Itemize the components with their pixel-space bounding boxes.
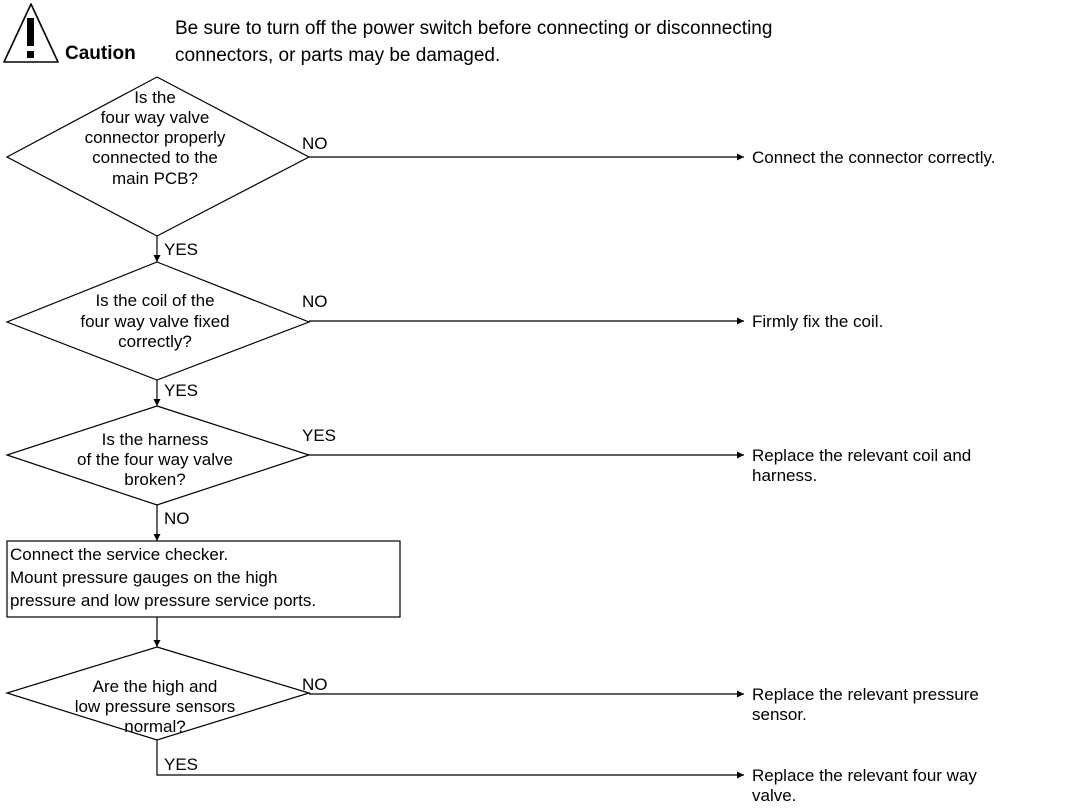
decision-1-question-line-5: main PCB? <box>112 169 198 188</box>
decision-4-continue-label: YES <box>164 755 198 774</box>
decision-4-continue-arrow <box>156 740 744 779</box>
decision-4-action-line-1: Replace the relevant pressure <box>752 685 979 704</box>
process-step-line-2: Mount pressure gauges on the high <box>10 568 277 587</box>
decision-2-question-line-2: four way valve fixed <box>80 312 229 331</box>
decision-1-question-line-1: Is the <box>134 88 176 107</box>
decision-4-question-line-1: Are the high and <box>93 677 218 696</box>
decision-4-question-line-2: low pressure sensors <box>75 697 236 716</box>
decision-4-question-line-3: normal? <box>124 717 185 736</box>
caution-label: Caution <box>65 43 136 64</box>
decision-4-branch-label: NO <box>302 675 328 694</box>
decision-3-action-line-1: Replace the relevant coil and <box>752 446 971 465</box>
decision-2-question-line-1: Is the coil of the <box>95 291 214 310</box>
decision-3-continue-label: NO <box>164 509 190 528</box>
caution-message-line-1: Be sure to turn off the power switch bef… <box>175 18 772 39</box>
decision-3-question-line-1: Is the harness <box>102 430 209 449</box>
decision-2-branch-label: NO <box>302 292 328 311</box>
decision-2-question-line-3: correctly? <box>118 332 192 351</box>
decision-3-question-line-2: of the four way valve <box>77 450 233 469</box>
decision-1-question-line-4: connected to the <box>92 148 218 167</box>
process-step-line-1: Connect the service checker. <box>10 545 228 564</box>
decision-4-action-line-2: sensor. <box>752 705 807 724</box>
decision-1-branch-label: NO <box>302 134 328 153</box>
decision-1-question-line-2: four way valve <box>101 108 210 127</box>
decision-1-continue-label: YES <box>164 240 198 259</box>
caution-message-line-2: connectors, or parts may be damaged. <box>175 45 500 66</box>
decision-1-action-line-1: Connect the connector correctly. <box>752 148 995 167</box>
decision-2-action-line-1: Firmly fix the coil. <box>752 312 883 331</box>
process-step-line-3: pressure and low pressure service ports. <box>10 591 316 610</box>
decision-3-branch-label: YES <box>302 426 336 445</box>
decision-3-action-line-2: harness. <box>752 466 817 485</box>
decision-1-question-line-3: connector properly <box>85 128 226 147</box>
final-action-line-1: Replace the relevant four way <box>752 766 977 785</box>
decision-3-question-line-3: broken? <box>124 470 185 489</box>
warning-triangle-icon <box>3 3 59 63</box>
process-step-box <box>6 540 401 618</box>
final-action-line-2: valve. <box>752 786 796 805</box>
decision-2-continue-label: YES <box>164 381 198 400</box>
